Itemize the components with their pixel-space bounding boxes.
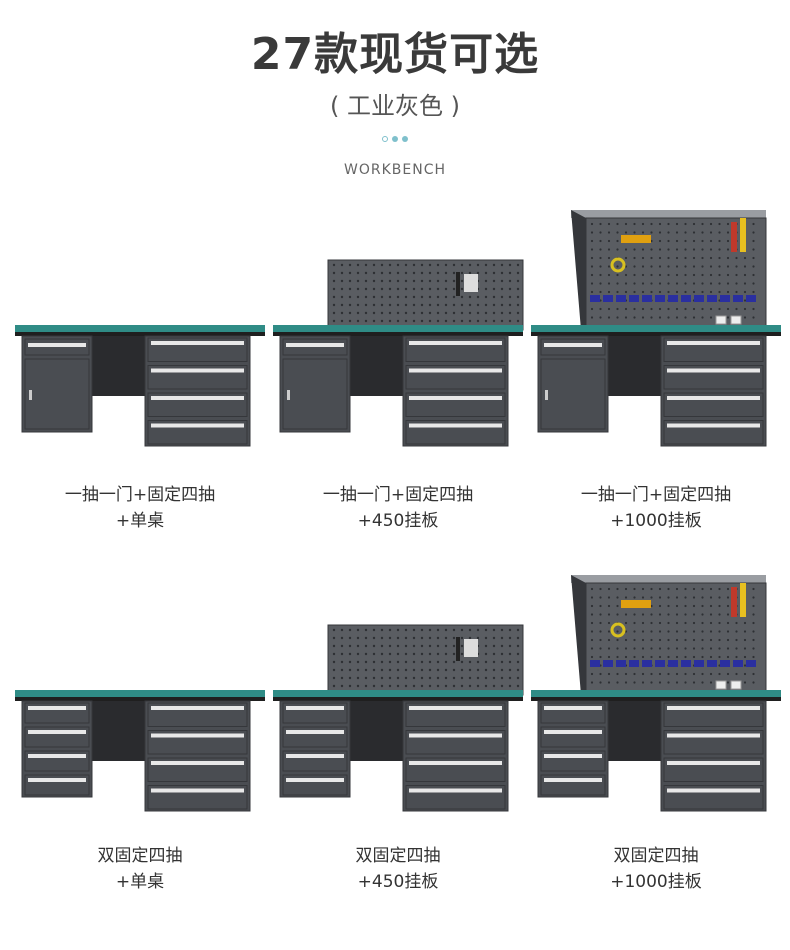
product-caption-1: 一抽一门+固定四抽 +单桌 — [64, 485, 216, 531]
product-image-2[interactable] — [268, 200, 528, 460]
workbench-illustration — [531, 210, 781, 447]
product-image-3[interactable] — [526, 200, 786, 460]
dot-icon — [392, 136, 398, 142]
dot-icon — [382, 136, 388, 142]
workbench-illustration — [273, 624, 524, 812]
product-caption-6: 双固定四抽 +1000挂板 — [610, 846, 702, 892]
product-caption-4: 双固定四抽 +单桌 — [97, 846, 183, 892]
workbench-illustration — [15, 690, 265, 812]
decorative-dots — [0, 136, 790, 142]
product-caption-5: 双固定四抽 +450挂板 — [355, 846, 441, 892]
dot-icon — [402, 136, 408, 142]
page-title: 27款现货可选 — [250, 29, 540, 80]
section-label: WORKBENCH — [344, 162, 446, 178]
product-image-1[interactable] — [10, 200, 270, 460]
product-caption-3: 一抽一门+固定四抽 +1000挂板 — [580, 485, 732, 531]
product-image-4[interactable] — [10, 565, 270, 825]
workbench-illustration — [273, 259, 524, 447]
product-image-6[interactable] — [526, 565, 786, 825]
page-subtitle: ( 工业灰色 ) — [330, 92, 460, 120]
workbench-illustration — [15, 325, 265, 447]
product-image-5[interactable] — [268, 565, 528, 825]
workbench-illustration — [531, 575, 781, 812]
product-caption-2: 一抽一门+固定四抽 +450挂板 — [322, 485, 474, 531]
